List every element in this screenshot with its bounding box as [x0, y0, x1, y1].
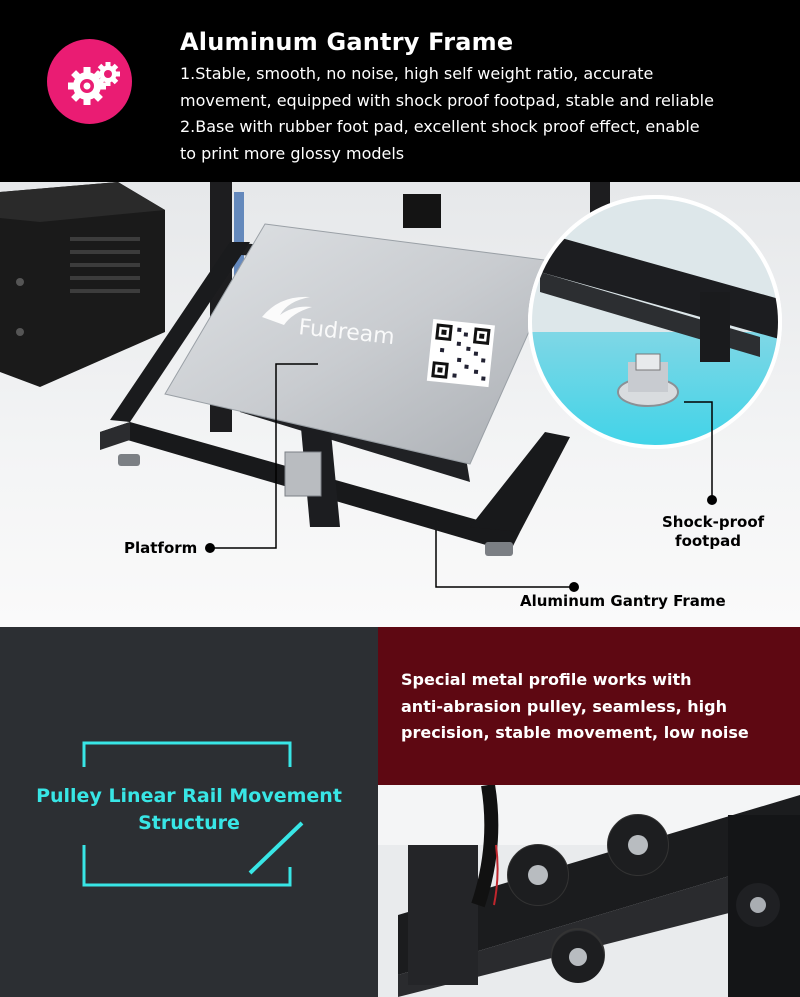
- pulley-desc-line-3: precision, stable movement, low noise: [401, 723, 749, 742]
- frame-callout-dot: [569, 582, 579, 592]
- pulley-section-title: Pulley Linear Rail Movement Structure: [0, 783, 378, 837]
- platform-label: Platform: [124, 539, 198, 557]
- pulley-desc-line-2: anti-abrasion pulley, seamless, high: [401, 696, 727, 716]
- shock-proof-footpad-label: Shock-proof footpad: [662, 513, 765, 551]
- cyan-frame-decoration: [82, 741, 304, 887]
- aluminum-gantry-frame-label: Aluminum Gantry Frame: [520, 592, 726, 610]
- callout-lines: [210, 363, 713, 588]
- pulley-description-panel: [378, 627, 800, 785]
- printer-illustration: Fudream: [0, 182, 782, 592]
- header-line-1: 1.Stable, smooth, no noise, high self we…: [180, 64, 654, 83]
- bed-carriage: [284, 451, 322, 497]
- pulley-closeup-photo: [378, 785, 800, 997]
- header-line-2: movement, equipped with shock proof foot…: [180, 90, 714, 110]
- platform-callout-dot: [205, 543, 215, 553]
- control-box: [0, 182, 165, 387]
- footpad-callout-dot: [707, 495, 717, 505]
- shock-label-line-1: Shock-proof: [662, 513, 765, 531]
- print-platform: [164, 223, 561, 465]
- header-banner: Aluminum Gantry Frame 1.Stable, smooth, …: [0, 0, 800, 182]
- gears-icon: [47, 39, 132, 124]
- stepper-motor: [403, 194, 441, 228]
- qr-code: [426, 319, 495, 388]
- header-line-3: 2.Base with rubber foot pad, excellent s…: [180, 117, 700, 136]
- footpad-detail-inset: [528, 195, 782, 449]
- pulley-title-panel: Pulley Linear Rail Movement Structure: [0, 627, 378, 997]
- pulley-description: Special metal profile works with anti-ab…: [401, 667, 781, 747]
- header-title: Aluminum Gantry Frame: [180, 28, 514, 56]
- pulley-title-line-2: Structure: [138, 812, 240, 834]
- pulley-title-line-1: Pulley Linear Rail Movement: [36, 785, 342, 807]
- pulley-desc-line-1: Special metal profile works with: [401, 670, 692, 689]
- header-description: 1.Stable, smooth, no noise, high self we…: [180, 61, 780, 167]
- pulley-section: Pulley Linear Rail Movement Structure Sp…: [0, 627, 800, 997]
- product-photo: Fudream: [0, 182, 800, 627]
- header-line-4: to print more glossy models: [180, 143, 405, 163]
- shock-label-line-2: footpad: [675, 532, 741, 550]
